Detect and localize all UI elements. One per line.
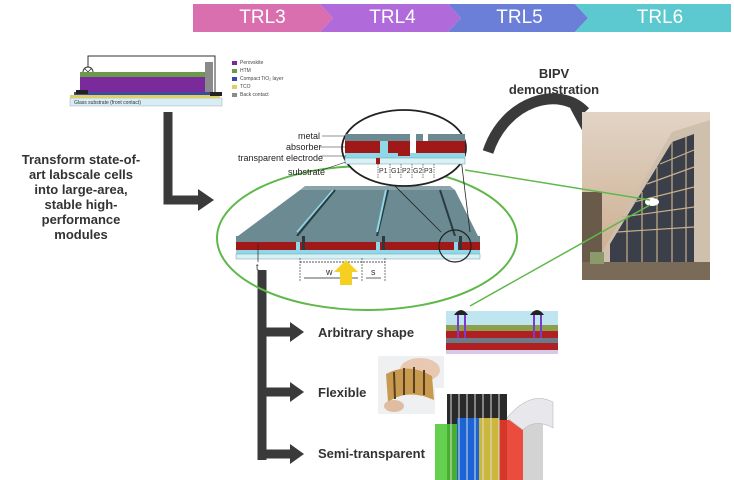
zoom-circle [438, 229, 472, 263]
trl4-chevron [320, 4, 461, 32]
arbitrary-shape-illustration [446, 310, 558, 354]
trl3-chevron [193, 4, 333, 32]
trl6-label: TRL6 [636, 7, 684, 28]
scribe-p3: P3 [424, 168, 433, 175]
trl-bar [193, 4, 731, 32]
scribe-p1: P1 [379, 168, 388, 175]
trl3-label: TRL3 [239, 7, 286, 28]
legend-perovskite: Perovskite [232, 60, 263, 67]
legend-htm: HTM [232, 68, 251, 75]
scribe-g1: G1 [391, 168, 401, 175]
flexible-module-photo [378, 356, 444, 414]
legend-tio2: Compact TiO₂ layer [232, 76, 283, 83]
app-flexible: Flexible [318, 385, 367, 400]
label-metal: metal [298, 131, 321, 141]
bipv-label: BIPV demonstration [508, 66, 600, 97]
labscale-cell-diagram [69, 55, 223, 107]
substrate-caption: Glass substrate (front contact) [74, 100, 141, 106]
app-arbitrary-shape: Arbitrary shape [318, 325, 415, 340]
scribe-g2: G2 [413, 168, 423, 175]
scribe-p2: P2 [402, 168, 411, 175]
left-caption: Transform state-of- art labscale cells i… [21, 152, 141, 242]
dim-w: w [326, 267, 333, 277]
label-substrate: substrate [288, 167, 326, 177]
dim-t: t [256, 262, 259, 272]
trl6-chevron [575, 4, 731, 32]
trl4-label: TRL4 [369, 7, 416, 28]
trl5-label: TRL5 [496, 7, 543, 28]
bipv-building-photo [582, 112, 710, 280]
app-semi-transparent: Semi-transparent [318, 446, 425, 461]
semi-transparent-photo [435, 388, 555, 480]
dim-s: s [371, 267, 376, 277]
legend-back-contact: Back contact [232, 92, 269, 99]
light-arrow-icon [334, 260, 358, 285]
label-transparent-electrode: transparent electrode [238, 153, 324, 163]
label-absorber: absorber [286, 142, 322, 152]
trl5-chevron [448, 4, 588, 32]
legend-tco: TCO [232, 84, 251, 91]
